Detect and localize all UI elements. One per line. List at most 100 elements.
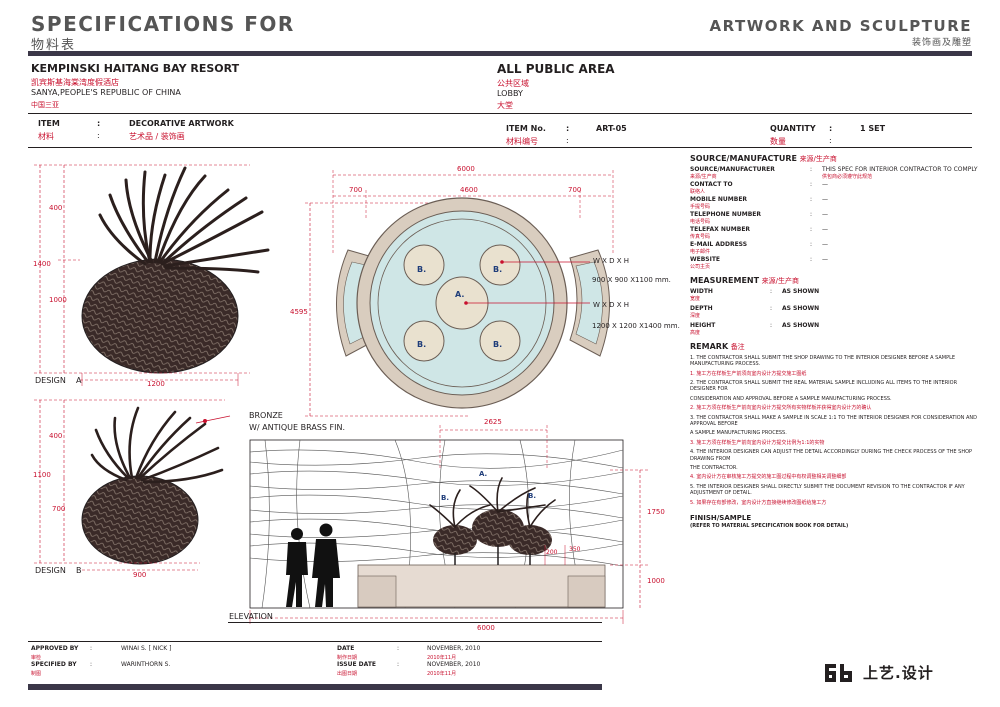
area-name-cn: 公共区域 [497,79,529,88]
category-title: ARTWORK AND SCULPTURE [709,17,972,35]
source-key-cn: 联络人 [690,189,706,195]
issue-date-cn: 出图日期 [337,671,358,677]
elev-label-b: B. [441,494,449,502]
source-key-cn: 来源/生产商 [690,174,717,180]
sheet-title-cn: 物料表 [31,38,77,53]
remark-line: 1. THE CONTRACTOR SHALL SUBMIT THE SHOP … [690,355,956,368]
remark-list: 1. THE CONTRACTOR SHALL SUBMIT THE SHOP … [690,355,980,506]
source-value: — [822,256,828,263]
source-key: E-MAIL ADDRESS [690,241,748,248]
remark-line: 3. THE CONTRACTOR SHALL MAKE A SAMPLE IN… [690,414,978,427]
wdh-label-2: W X D X H [593,301,630,309]
plan-label-a: A. [455,290,465,299]
remark-line: 1. 施工方在样板生产前须向室内设计方提交施工图纸 [690,370,807,377]
area-sub-cn: 大堂 [497,101,513,110]
company-logo-text: 上艺.设计 [863,664,934,682]
divider [28,641,602,642]
plan-mid: 4600 [460,186,478,194]
dimension-b: 900 X 900 X1100 mm. [592,276,671,284]
measurement-key-cn: 宽度 [690,296,701,302]
source-value-cell: — [822,226,828,240]
remark-heading: REMARK [690,342,729,351]
dim-b-top: 400 [49,432,63,440]
plan-label-b: B. [493,265,503,274]
sculpture-design-b [81,406,224,565]
issue-value-cn: 2010年11月 [427,671,457,677]
elev-width: 6000 [477,624,495,632]
remark-line: 2. THE CONTRACTOR SHALL SUBMIT THE REAL … [690,380,958,393]
colon: : [829,124,833,133]
item-no-label-cn: 材料编号 [506,137,538,146]
source-value-cell: — [822,211,828,225]
item-value: DECORATIVE ARTWORK [129,119,234,128]
divider [28,113,972,114]
elevation-view [249,425,648,624]
source-heading: SOURCE/MANUFACTURE [690,154,798,163]
source-value-cell: — [822,256,828,270]
source-key-cn: 电话号码 [690,219,711,225]
source-value-cell: — [822,241,828,255]
project-name-cn: 凯宾斯基海棠湾度假酒店 [31,78,119,87]
remark-line: 5. 如果存在有部修改，室内设计方直接继续修改图纸给施工方 [690,499,827,506]
plan-label-b: B. [493,340,503,349]
colon: : [810,256,813,263]
source-value: — [822,211,828,218]
sheet-title: SPECIFICATIONS FOR [31,12,295,36]
material-note-2: W/ ANTIQUE BRASS FIN. [249,423,345,432]
source-key: TELEPHONE NUMBER [690,211,761,218]
colon: : [397,645,400,652]
elev-200: 200 [546,549,558,556]
source-value-cell: THIS SPEC FOR INTERIOR CONTRACTOR TO COM… [822,166,978,180]
source-value-cell: — [822,181,828,195]
design-a-letter: A [76,376,82,385]
remark-line: 4. 室内设计方在审核施工方提交的施工图过程中有权调整相关调整细部 [690,474,847,481]
right-panel: SOURCE/MANUFACTURE 来源/生产商 SOURCE/MANUFAC… [690,154,980,529]
project-location-cn: 中国三亚 [31,101,59,109]
approved-by-cn: 审检 [31,655,42,661]
people-silhouette [286,523,340,607]
area-sub: LOBBY [497,89,523,98]
material-note-1: BRONZE [249,411,283,420]
approved-by-label: APPROVED BY [31,645,79,652]
design-b-dimensions [34,399,231,571]
source-value: — [822,196,828,203]
quantity-label: QUANTITY [770,124,816,133]
colon: : [810,226,813,233]
measurement-heading: MEASUREMENT [690,276,760,285]
colon: : [810,166,813,173]
measurement-key: DEPTH [690,305,713,312]
header-bar [28,51,972,56]
source-value: — [822,241,828,248]
elev-height: 1750 [647,508,665,516]
design-a-dimensions [34,164,250,386]
elevation-label: ELEVATION [229,612,273,621]
dim-a-total: 1400 [33,260,51,268]
quantity-value: 1 SET [860,124,886,133]
date-label-cn: 制作日期 [337,655,358,661]
colon: : [566,136,569,145]
date-label: DATE [337,645,355,652]
remark-line: 5. THE INTERIOR DESIGNER SHALL DIRECTLY … [690,483,965,497]
colon: : [810,196,813,203]
colon: : [829,136,832,145]
finish-heading: FINISH/SAMPLE [690,513,752,522]
remark-line: 2. 施工方须在样板生产前向室内设计方提交所有实物样板并获得室内设计方的确认 [690,405,872,412]
remark-line: THE CONTRACTOR. [690,464,738,471]
remark-line: CONSIDERATION AND APPROVAL BEFORE A SAMP… [690,395,892,402]
remark-line: 3. 施工方须在样板生产前向室内设计方提交比例为1:1的实物 [690,439,825,446]
remark-line: A SAMPLE MANUFACTURING PROCESS. [690,430,787,437]
plan-view [305,170,614,417]
dim-a-bottom: 1000 [49,296,67,304]
